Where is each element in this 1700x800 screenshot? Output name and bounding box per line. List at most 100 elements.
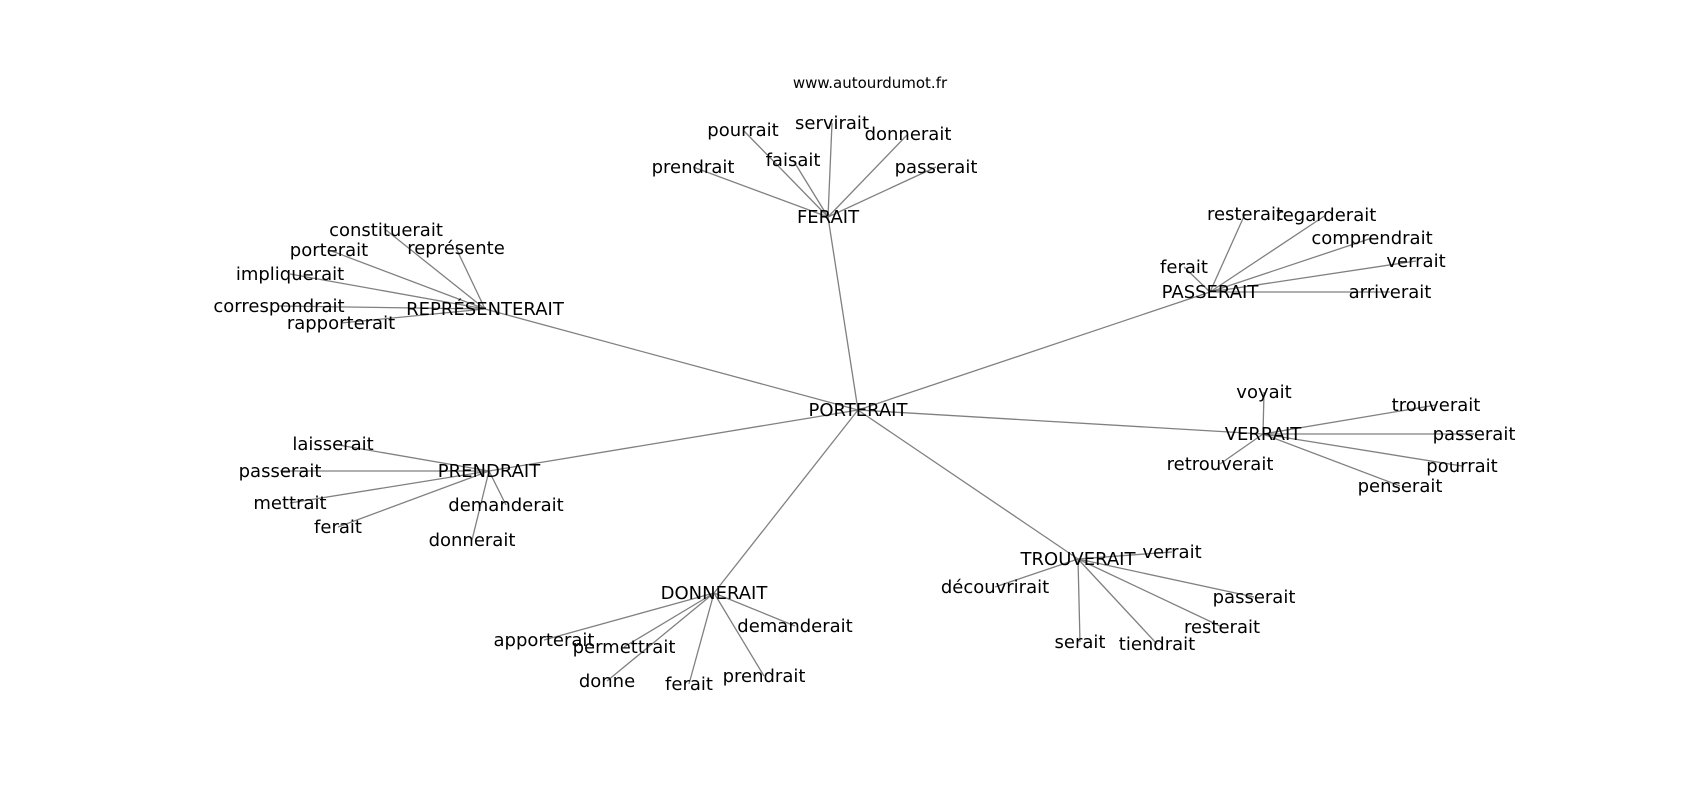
- leaf-word: rapporterait: [287, 313, 395, 334]
- graph-edge: [792, 159, 829, 218]
- graph-edge: [488, 409, 859, 472]
- graph-edge: [857, 409, 1079, 560]
- graph-edge: [713, 592, 796, 627]
- leaf-word: découvrirait: [941, 577, 1049, 598]
- graph-edge: [1077, 558, 1223, 628]
- leaf-word: voyait: [1236, 382, 1291, 403]
- cluster-word: TROUVERAIT: [1020, 549, 1137, 570]
- graph-edge: [827, 166, 937, 218]
- leaf-word: regarderait: [1276, 205, 1377, 226]
- graph-edge: [488, 470, 507, 506]
- source-label: www.autourdumot.fr: [793, 74, 948, 92]
- graph-edge: [1262, 433, 1401, 487]
- leaf-word: pourrait: [1426, 456, 1497, 477]
- cluster-word: FERAIT: [797, 207, 860, 228]
- graph-edge: [1219, 433, 1264, 465]
- graph-edge: [1209, 260, 1417, 293]
- leaf-word: arriverait: [1349, 282, 1432, 303]
- leaf-word: donnerait: [429, 530, 516, 551]
- graph-edge: [713, 592, 765, 677]
- graph-edge: [692, 166, 829, 218]
- cluster-word: VERRAIT: [1225, 424, 1303, 445]
- cluster-word: PRENDRAIT: [438, 461, 541, 482]
- leaf-word: ferait: [1160, 257, 1208, 278]
- leaf-word: représente: [407, 238, 505, 259]
- graph-edge: [1209, 237, 1373, 293]
- leaf-word: resterait: [1207, 204, 1283, 225]
- graph-edge: [1209, 213, 1246, 293]
- leaf-word: laisserait: [292, 434, 373, 455]
- leaf-word: constituerait: [329, 220, 443, 241]
- graph-edge: [827, 122, 833, 218]
- leaf-word: ferait: [314, 517, 362, 538]
- leaf-word: penserait: [1358, 476, 1443, 497]
- graph-edge: [688, 592, 715, 685]
- graph-edge: [623, 592, 715, 648]
- leaf-word: demanderait: [737, 616, 852, 637]
- graph-edge: [1077, 558, 1081, 643]
- graph-edge: [827, 216, 859, 411]
- graph-edge: [1077, 558, 1158, 645]
- leaf-word: faisait: [766, 150, 821, 171]
- graph-edge: [1209, 214, 1327, 293]
- graph-edge: [328, 249, 486, 310]
- graph-edge: [340, 308, 486, 324]
- graph-edge: [332, 443, 490, 472]
- leaf-word: retrouverait: [1167, 454, 1274, 475]
- leaf-word: impliquerait: [236, 264, 344, 285]
- graph-edge: [857, 291, 1211, 411]
- graph-edge: [337, 470, 490, 528]
- leaf-word: resterait: [1184, 617, 1260, 638]
- leaf-word: mettrait: [253, 493, 326, 514]
- leaf-word: donnerait: [865, 124, 952, 145]
- graph-edge: [1262, 433, 1463, 467]
- cluster-word: REPRÉSENTERAIT: [406, 298, 565, 320]
- leaf-word: passerait: [1433, 424, 1516, 445]
- leaf-word: comprendrait: [1311, 228, 1432, 249]
- graph-edge: [742, 129, 829, 218]
- graph-edge: [385, 229, 486, 310]
- graph-edges: [278, 122, 1474, 685]
- graph-edge: [857, 409, 1264, 435]
- leaf-word: servirait: [795, 113, 869, 134]
- leaf-word: passerait: [239, 461, 322, 482]
- graph-edge: [289, 273, 486, 310]
- graph-edge: [471, 470, 490, 541]
- graph-edge: [994, 558, 1079, 588]
- graph-edge: [289, 470, 490, 504]
- leaf-word: serait: [1055, 632, 1106, 653]
- leaf-word: correspondrait: [213, 296, 344, 317]
- leaf-word: porterait: [290, 240, 368, 261]
- leaf-word: pourrait: [707, 120, 778, 141]
- leaf-word: tiendrait: [1119, 634, 1195, 655]
- leaf-word: ferait: [665, 674, 713, 695]
- leaf-word: verrait: [1386, 251, 1445, 272]
- leaf-word: prendrait: [652, 157, 735, 178]
- graph-edge: [1077, 551, 1173, 560]
- cluster-word: PASSERAIT: [1162, 282, 1260, 303]
- graph-edge: [1183, 266, 1211, 293]
- graph-edge: [484, 308, 859, 411]
- root-word: PORTERAIT: [809, 400, 909, 421]
- leaf-word: passerait: [895, 157, 978, 178]
- graph-edge: [543, 592, 715, 641]
- leaf-word: passerait: [1213, 587, 1296, 608]
- graph-edge: [1262, 404, 1437, 435]
- leaf-word: trouverait: [1392, 395, 1481, 416]
- graph-edge: [606, 592, 715, 682]
- cluster-word: DONNERAIT: [661, 583, 769, 604]
- leaf-word: donne: [579, 671, 635, 692]
- graph-edge: [827, 133, 909, 218]
- leaf-word: demanderait: [448, 495, 563, 516]
- graph-edge: [1262, 391, 1265, 435]
- graph-edge: [1077, 558, 1255, 598]
- graph-edge: [455, 247, 486, 310]
- graph-edge: [713, 409, 859, 594]
- graph-edge: [278, 305, 486, 310]
- leaf-word: permettrait: [573, 637, 676, 658]
- leaf-word: verrait: [1142, 542, 1201, 563]
- leaf-word: prendrait: [723, 666, 806, 687]
- leaf-word: apporterait: [494, 630, 595, 651]
